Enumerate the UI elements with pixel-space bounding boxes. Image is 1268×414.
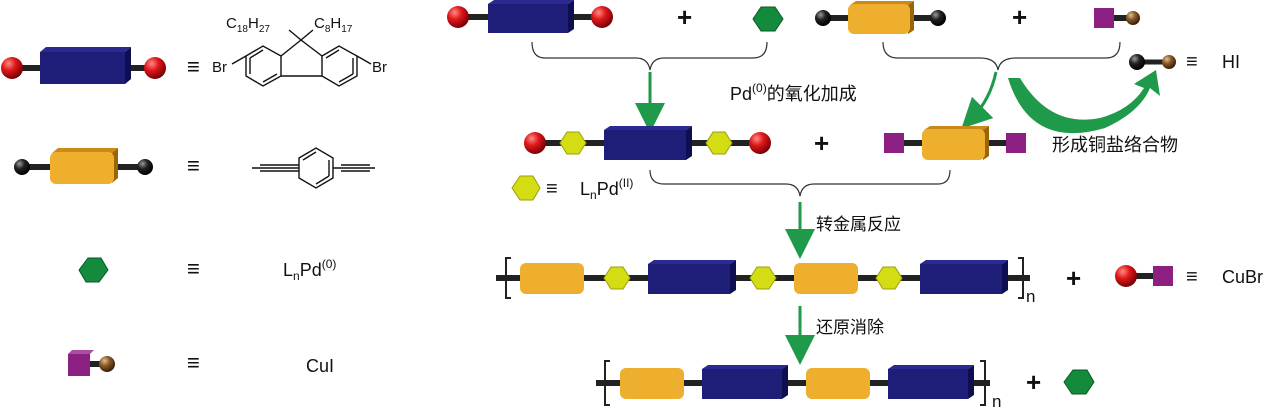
brace-middle: [649, 169, 951, 197]
legend-diethynylbenzene-icon: [14, 148, 153, 184]
reactant-diethynylbenzene: [815, 1, 946, 34]
equiv-sign: ≡: [187, 256, 200, 281]
hi-release-arrow: [1008, 70, 1160, 134]
repeat-unit-n: n: [1026, 287, 1035, 306]
plus-sign: +: [1012, 2, 1027, 32]
lnpd2-label: LnPd(II): [580, 176, 633, 202]
equiv-sign: ≡: [546, 178, 558, 200]
cui-icon: [1094, 8, 1140, 28]
repeat-unit-n: n: [992, 392, 1001, 411]
transmetalation-label: 转金属反应: [816, 215, 901, 234]
hi-icon: [1129, 54, 1176, 70]
cui-icon: [68, 350, 115, 376]
pd0-regenerated-icon: [1063, 369, 1095, 395]
pd0-catalyst-icon: [752, 6, 784, 32]
oxidative-addition-label: Pd(0)的氧化加成: [730, 81, 857, 104]
br-right-label: Br: [372, 59, 387, 76]
pd0-catalyst-icon: [78, 257, 109, 283]
c8h17-label: C8H17: [314, 15, 353, 35]
final-polymer: [596, 360, 990, 406]
diethynylbenzene-structure: [252, 147, 375, 189]
lnpd0-label: LnPd(0): [283, 257, 336, 283]
polymer-pd-intermediate: [496, 257, 1030, 299]
copper-complex-arrow: [961, 71, 998, 129]
plus-sign: +: [677, 2, 692, 32]
brace-right-top: [882, 41, 1121, 71]
equiv-sign: ≡: [1186, 266, 1198, 288]
equiv-sign: ≡: [1186, 51, 1198, 73]
pd2-catalyst-icon: [511, 175, 541, 201]
cubr-label: CuBr: [1222, 267, 1263, 287]
cubr-icon: [1115, 265, 1173, 287]
plus-sign: +: [1026, 367, 1041, 397]
c18h27-label: C18H27: [226, 15, 270, 35]
reductive-elimination-label: 还原消除: [816, 318, 884, 337]
pd2-oxidative-adduct: [524, 126, 771, 160]
plus-sign: +: [1066, 263, 1081, 293]
equiv-sign: ≡: [187, 350, 200, 375]
equiv-sign: ≡: [187, 54, 200, 79]
plus-sign: +: [814, 128, 829, 158]
copper-complex-label: 形成铜盐络合物: [1052, 135, 1178, 155]
dibromofluorene-structure: [231, 29, 372, 87]
legend-dibromofluorene-icon: [1, 47, 166, 84]
br-left-label: Br: [212, 59, 227, 76]
cui-label: CuI: [306, 356, 334, 376]
hi-label: HI: [1222, 52, 1240, 72]
equiv-sign: ≡: [187, 153, 200, 178]
copper-acetylide: [884, 126, 1026, 160]
reactant-dibromofluorene: [447, 0, 613, 33]
brace-left-top: [531, 41, 768, 71]
